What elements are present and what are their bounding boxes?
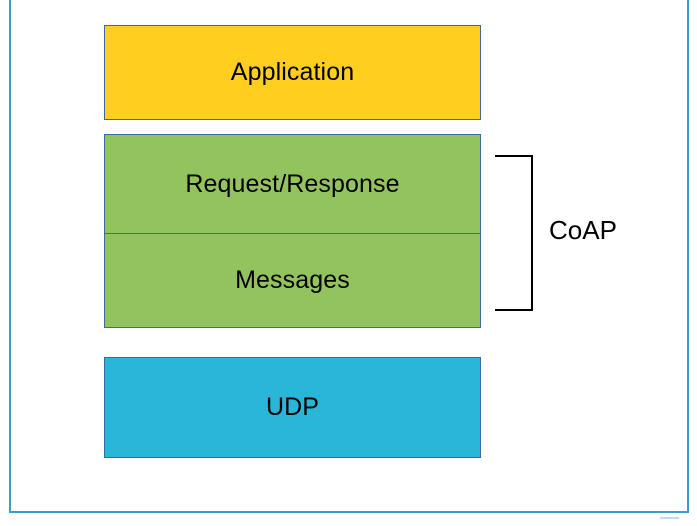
page-frame-right-rule [687,0,689,513]
stack-layer-udp-label: UDP [265,393,320,421]
page-frame-bottom-rule [9,511,689,513]
coap-group-bracket-label: CoAP [549,215,617,245]
stack-layer-application: Application [104,25,481,120]
stack-layer-messages-label: Messages [235,266,350,294]
page-frame-corner-artifact [660,517,679,519]
stack-layer-udp: UDP [104,357,481,458]
stack-layer-request-response-label: Request/Response [185,169,400,198]
stack-layer-messages: Messages [104,233,481,328]
stack-layer-application-label: Application [230,58,355,86]
coap-group-bracket-icon [495,155,533,311]
stack-layer-request-response: Request/Response [104,134,481,233]
page-frame-left-rule [9,0,11,513]
